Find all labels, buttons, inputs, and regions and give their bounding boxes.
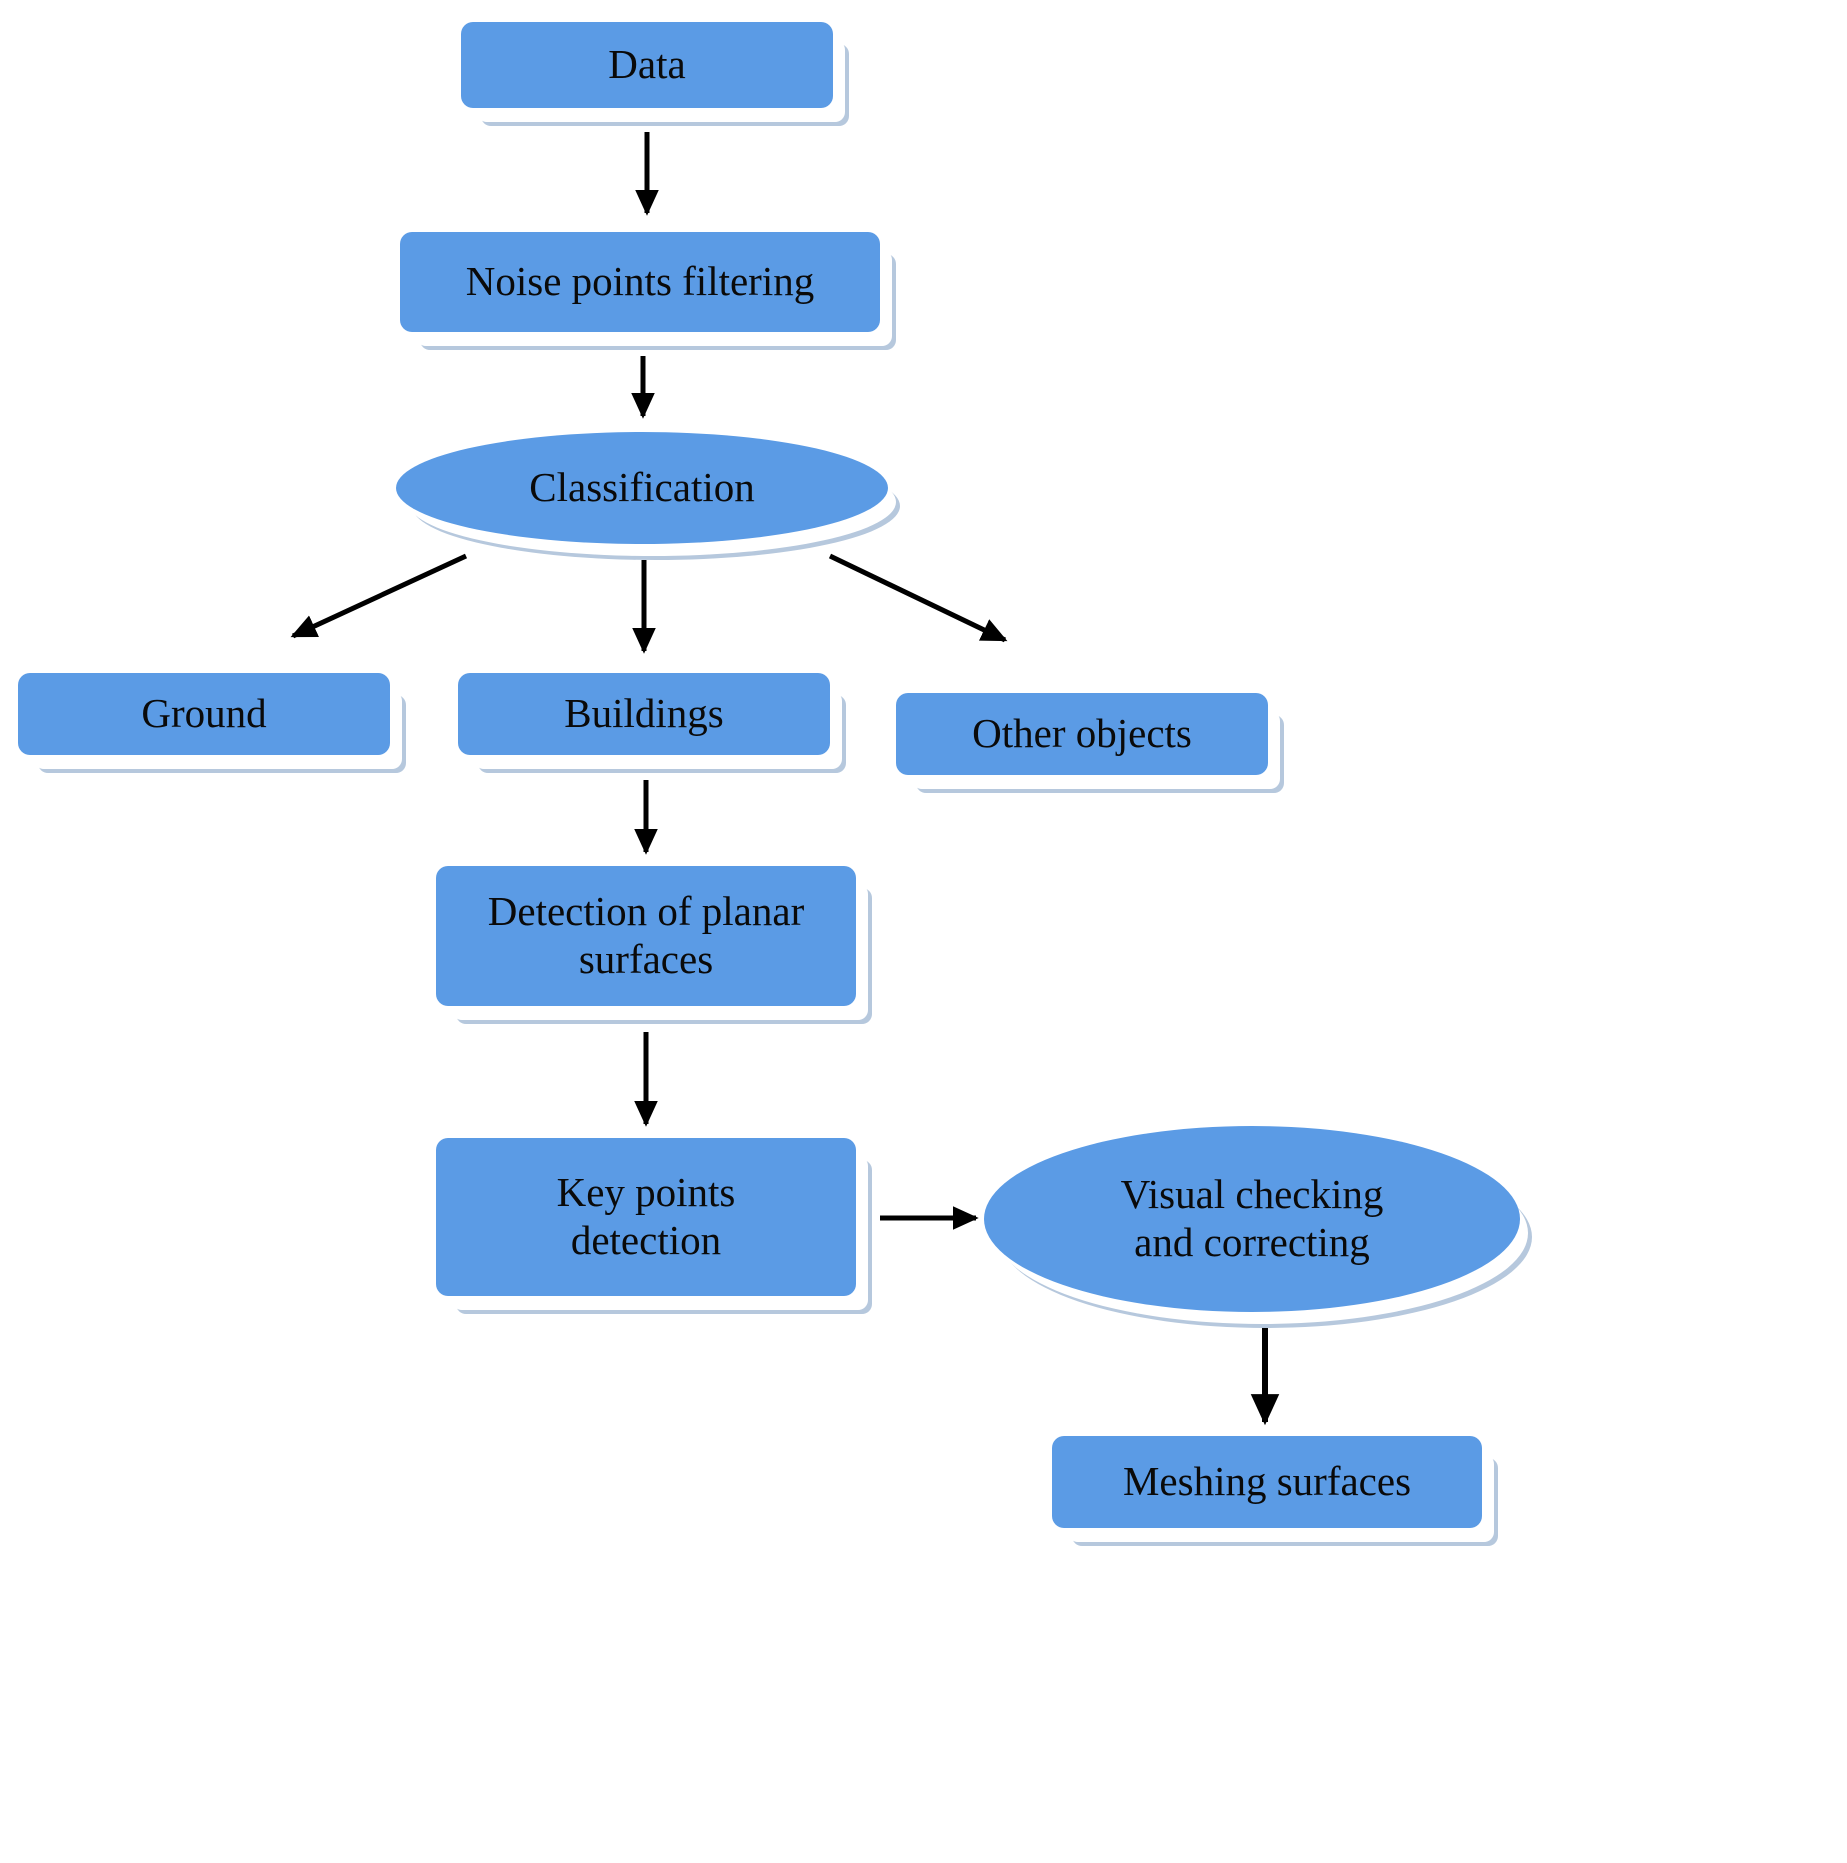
node-classification[interactable]: Classification <box>396 432 888 544</box>
node-visual-checking-and-correcting-label: Visual checking and correcting <box>1120 1171 1384 1265</box>
node-noise-points-filtering[interactable]: Noise points filtering <box>400 232 880 332</box>
node-data[interactable]: Data <box>461 22 833 108</box>
node-visual-checking-and-correcting[interactable]: Visual checking and correcting <box>984 1126 1520 1312</box>
node-other-objects-label: Other objects <box>972 710 1192 757</box>
node-data-label: Data <box>608 41 686 88</box>
node-meshing-surfaces-label: Meshing surfaces <box>1122 1458 1412 1505</box>
node-classification-label: Classification <box>529 464 755 511</box>
node-key-points-detection-label: Key points detection <box>556 1169 736 1263</box>
node-ground-label: Ground <box>141 690 267 737</box>
node-key-points-detection[interactable]: Key points detection <box>436 1138 856 1296</box>
node-detection-of-planar-surfaces[interactable]: Detection of planar surfaces <box>436 866 856 1006</box>
node-detection-of-planar-surfaces-label: Detection of planar surfaces <box>487 888 805 982</box>
node-noise-points-filtering-label: Noise points filtering <box>465 258 815 305</box>
node-buildings[interactable]: Buildings <box>458 673 830 755</box>
node-meshing-surfaces[interactable]: Meshing surfaces <box>1052 1436 1482 1528</box>
node-ground[interactable]: Ground <box>18 673 390 755</box>
node-buildings-label: Buildings <box>564 690 724 737</box>
edge-classification-to-other-objects <box>828 553 1008 643</box>
node-other-objects[interactable]: Other objects <box>896 693 1268 775</box>
edge-classification-to-ground <box>290 553 468 639</box>
